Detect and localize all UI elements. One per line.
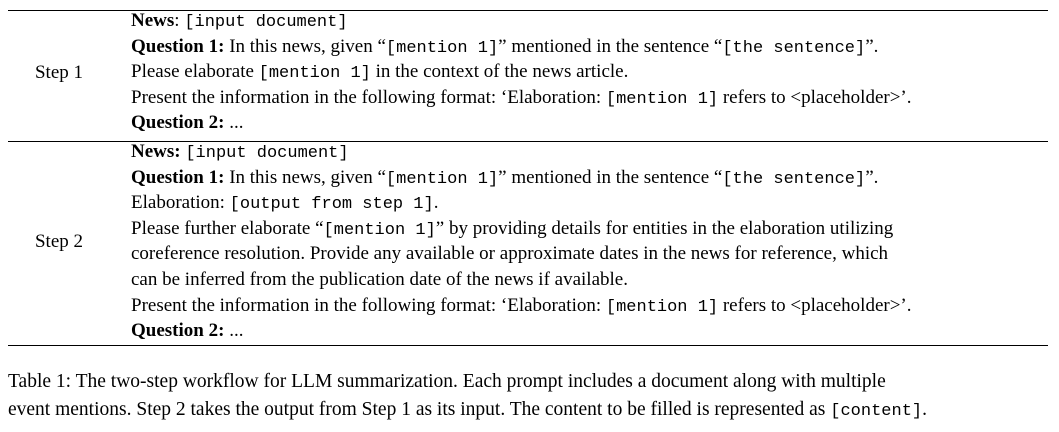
- text-segment: In this news, given “: [224, 166, 386, 188]
- text-segment: ...: [224, 320, 244, 342]
- text-segment: Present the information in the following…: [131, 294, 606, 316]
- text-line: Question 2: ...: [131, 111, 243, 135]
- text-line: Present the information in the following…: [131, 86, 912, 112]
- text-line: Table 1: The two-step workflow for LLM s…: [8, 369, 1052, 395]
- placeholder-token: [the sentence]: [722, 169, 866, 189]
- text-segment: In this news, given “: [224, 35, 386, 57]
- text-segment: ...: [224, 112, 244, 134]
- text-segment: ”.: [865, 166, 879, 188]
- text-segment: ” mentioned in the sentence “: [498, 166, 723, 188]
- bold-label: News: [131, 10, 175, 31]
- text-segment: ” mentioned in the sentence “: [498, 35, 723, 57]
- placeholder-token: [input document]: [185, 144, 349, 163]
- text-segment: can be inferred from the publication dat…: [131, 269, 628, 290]
- text-line: Question 2: ...: [131, 319, 243, 343]
- bold-label: Question 2:: [131, 320, 225, 342]
- step-1-label: Step 1: [34, 62, 84, 83]
- text-line: Please further elaborate “[mention 1]” b…: [131, 217, 893, 243]
- text-line: Present the information in the following…: [131, 294, 912, 320]
- bold-label: Question 1:: [131, 35, 225, 57]
- bold-label: Question 2:: [131, 112, 225, 134]
- placeholder-token: [mention 1]: [385, 38, 499, 58]
- text-segment: coreference resolution. Provide any avai…: [131, 243, 889, 265]
- step-2-label: Step 2: [34, 231, 84, 252]
- text-line: coreference resolution. Provide any avai…: [131, 242, 888, 266]
- bold-label: News:: [131, 141, 181, 162]
- table-bottom-rule: [8, 345, 1048, 346]
- text-segment: in the context of the news article.: [370, 61, 629, 83]
- text-segment: Table 1: The two-step workflow for LLM s…: [8, 371, 886, 392]
- text-line: Question 1: In this news, given “[mentio…: [131, 35, 878, 61]
- text-segment: Please further elaborate “: [131, 217, 324, 239]
- text-line: event mentions. Step 2 takes the output …: [8, 397, 1052, 425]
- text-line: Please elaborate [mention 1] in the cont…: [131, 60, 628, 86]
- placeholder-token: [content]: [830, 402, 923, 421]
- text-segment: :: [174, 10, 185, 31]
- text-line: Elaboration: [output from step 1].: [131, 191, 438, 217]
- text-line: News: [input document]: [131, 9, 348, 35]
- placeholder-token: [mention 1]: [323, 220, 436, 240]
- placeholder-token: [mention 1]: [605, 297, 719, 317]
- placeholder-token: [input document]: [184, 13, 348, 32]
- text-segment: ” by providing details for entities in t…: [435, 217, 894, 239]
- placeholder-token: [output from step 1]: [229, 195, 434, 215]
- text-segment: Present the information in the following…: [131, 86, 606, 108]
- text-segment: ”.: [865, 35, 879, 57]
- text-line: News: [input document]: [131, 140, 349, 166]
- text-segment: Please elaborate: [131, 61, 259, 83]
- text-segment: event mentions. Step 2 takes the output …: [8, 399, 831, 420]
- table-mid-rule: [8, 141, 1048, 142]
- placeholder-token: [mention 1]: [258, 64, 371, 84]
- text-segment: .: [433, 192, 439, 214]
- bold-label: Question 1:: [131, 166, 225, 188]
- text-segment: refers to <placeholder>’.: [718, 86, 912, 108]
- text-segment: Elaboration:: [131, 192, 230, 214]
- placeholder-token: [mention 1]: [605, 89, 719, 109]
- table-top-rule: [8, 10, 1048, 11]
- placeholder-token: [mention 1]: [385, 169, 499, 189]
- placeholder-token: [the sentence]: [722, 38, 866, 58]
- text-line: can be inferred from the publication dat…: [131, 268, 628, 292]
- text-segment: refers to <placeholder>’.: [718, 294, 912, 316]
- text-segment: .: [922, 399, 927, 420]
- text-line: Question 1: In this news, given “[mentio…: [131, 166, 878, 192]
